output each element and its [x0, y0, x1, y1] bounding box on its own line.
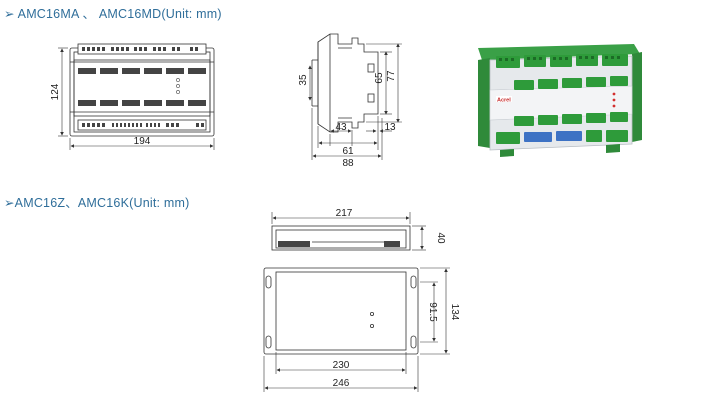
front-width-label: 194: [134, 136, 151, 147]
plate-height-label: 134: [449, 304, 460, 321]
section-heading-amc16ma: ➢ AMC16MA 、 AMC16MD(Unit: mm): [4, 7, 222, 21]
top-view-amc16z: [271, 225, 411, 251]
top-view-dimensions: [271, 212, 426, 251]
plate-outer-width-label: 246: [333, 378, 350, 389]
side-view-dimensions: [308, 43, 402, 160]
plate-view-amc16z: [263, 267, 419, 355]
front-view-amc16ma: [69, 43, 215, 137]
product-photo: Acrel: [478, 44, 642, 157]
section-heading-amc16z: ➢AMC16Z、AMC16K(Unit: mm): [4, 196, 190, 210]
side-label-13: 13: [384, 122, 396, 133]
plate-view-dimensions: [263, 267, 450, 392]
front-view-dimensions: [58, 47, 215, 150]
plate-inner-width-label: 230: [333, 360, 350, 371]
plate-hole-pitch-label: 91.5: [427, 302, 438, 322]
brand-logo-text: Acrel: [497, 98, 511, 104]
top-view-connectors: [278, 241, 400, 247]
side-label-61: 61: [342, 146, 354, 157]
side-label-65: 65: [374, 72, 385, 84]
side-label-77: 77: [386, 70, 397, 82]
side-label-88: 88: [342, 158, 354, 169]
side-label-43: 43: [335, 122, 347, 133]
side-view-amc16ma: [311, 33, 379, 133]
top-height-label: 40: [435, 232, 446, 244]
top-width-label: 217: [336, 208, 353, 219]
front-height-label: 124: [50, 83, 61, 100]
front-terminal-blocks: [78, 47, 206, 127]
side-label-35: 35: [298, 74, 309, 86]
